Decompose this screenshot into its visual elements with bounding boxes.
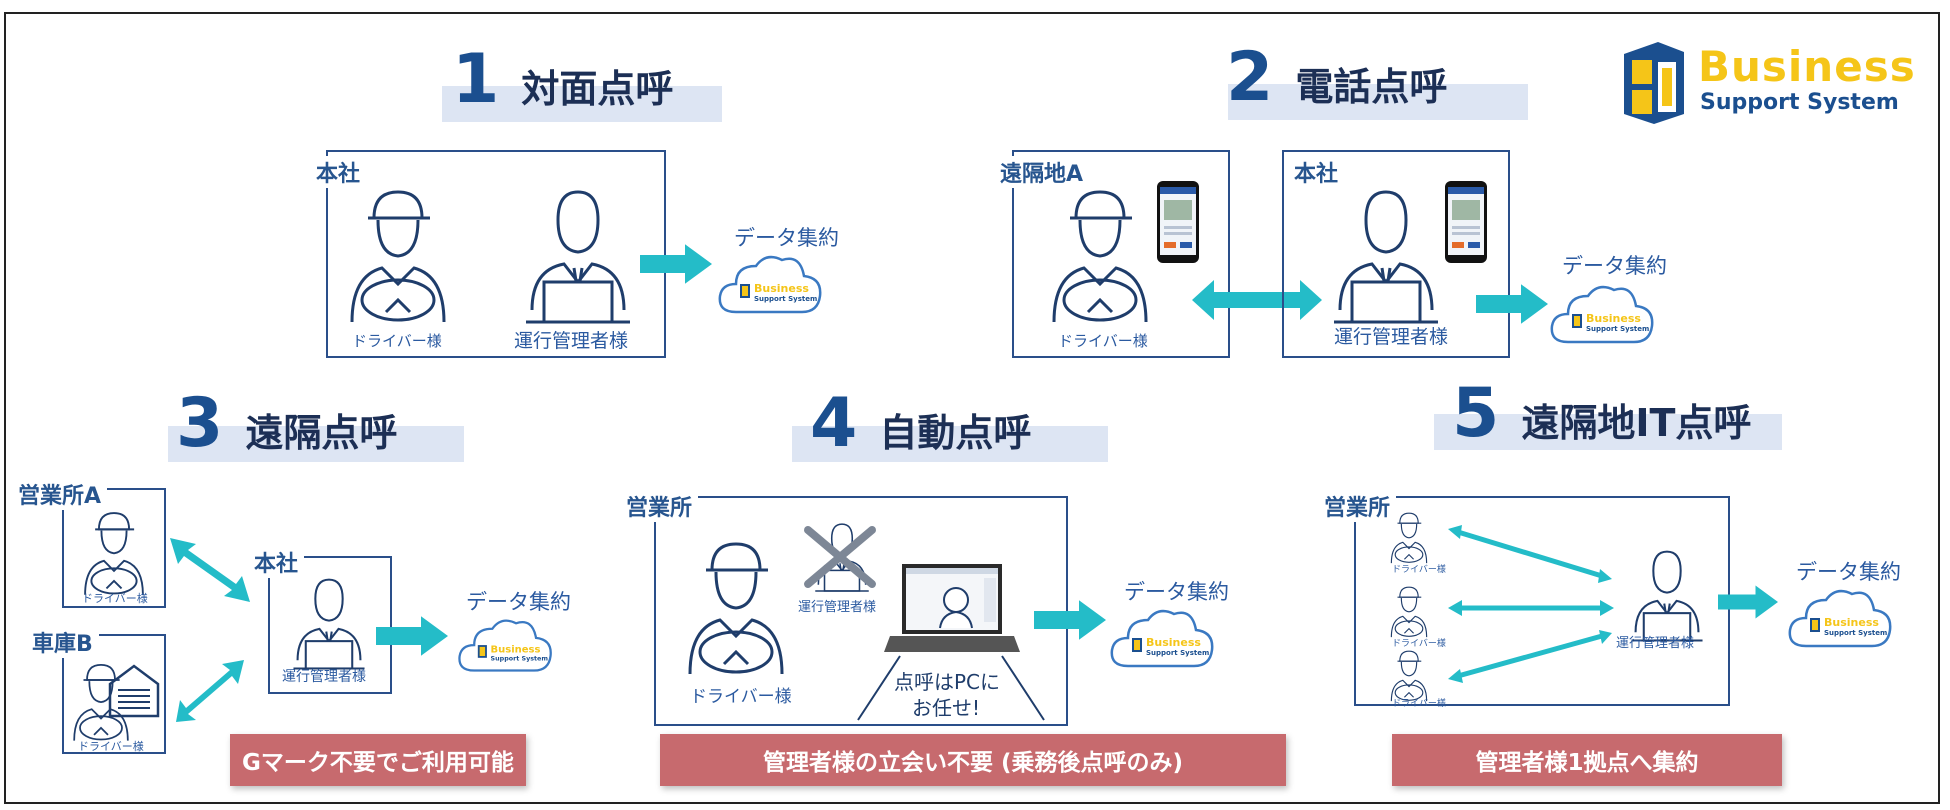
section3-band <box>168 426 464 462</box>
section2-driver-label: ドライバー様 <box>1058 332 1148 350</box>
double-arrow-icon <box>1192 280 1322 320</box>
section1-office-box <box>326 150 666 358</box>
section1-heading: 1 対面点呼 <box>452 46 673 114</box>
section5-driver3-label: ドライバー様 <box>1392 699 1446 709</box>
section2-heading: 2 電話点呼 <box>1226 44 1447 112</box>
section1-office-label: 本社 <box>310 156 367 188</box>
section3-office-label: 本社 <box>248 546 305 578</box>
cloud-icon <box>1548 280 1658 350</box>
section4-band <box>792 426 1108 462</box>
logo-line2: Support System <box>1700 90 1899 115</box>
section5-office-label: 営業所 <box>1318 490 1397 522</box>
section4-manager-label: 運行管理者様 <box>798 600 877 615</box>
section1-driver-label: ドライバー様 <box>352 332 442 350</box>
cross-mark-icon <box>804 526 876 588</box>
section1-title: 対面点呼 <box>521 67 674 111</box>
arrow-right-icon <box>1476 282 1548 326</box>
section5-note: 管理者様1拠点へ集約 <box>1392 734 1782 786</box>
section2-number: 2 <box>1226 38 1274 117</box>
logo-icon <box>1624 42 1684 124</box>
section3-garageB-box <box>62 634 166 754</box>
arrow-right-icon <box>640 242 712 286</box>
section1-band <box>442 86 722 122</box>
section5-driver2-label: ドライバー様 <box>1392 639 1446 649</box>
connection-arrows <box>1448 525 1614 683</box>
logo-line1: Business <box>1698 42 1916 91</box>
manager-icon <box>1326 184 1446 324</box>
section5-manager-label: 運行管理者様 <box>1616 636 1695 651</box>
section2-remote-label: 遠隔地A <box>994 156 1090 188</box>
cloud-icon <box>456 614 556 678</box>
section3-manager-label: 運行管理者様 <box>282 669 366 685</box>
arrow-right-icon <box>376 614 448 658</box>
driver-icon <box>1386 584 1432 638</box>
section3-driverA-label: ドライバー様 <box>82 592 148 605</box>
smartphone-icon <box>1444 180 1488 264</box>
section4-number: 4 <box>810 384 858 463</box>
section4-data-label: データ集約 <box>1124 580 1229 604</box>
driver-icon <box>1386 648 1432 702</box>
section2-data-label: データ集約 <box>1562 254 1667 278</box>
section5-number: 5 <box>1452 374 1500 453</box>
section3-garageB-label: 車庫B <box>26 626 99 658</box>
section4-office-label: 営業所 <box>620 490 699 522</box>
driver-icon <box>676 536 796 676</box>
section3-data-label: データ集約 <box>466 590 571 614</box>
manager-icon <box>518 184 638 324</box>
section1-number: 1 <box>452 40 500 119</box>
section4-pc-line1: 点呼はPCに <box>894 670 1001 694</box>
smartphone-icon <box>1156 180 1200 264</box>
section5-driver1-label: ドライバー様 <box>1392 565 1446 575</box>
arrow-right-icon <box>1718 582 1778 622</box>
garage-icon <box>108 664 160 718</box>
section2-office-box <box>1282 150 1510 358</box>
section1-data-label: データ集約 <box>734 226 839 250</box>
section3-number: 3 <box>176 384 224 463</box>
diagram-frame <box>4 12 1940 804</box>
section2-remote-box <box>1012 150 1230 358</box>
cloud-icon <box>1108 604 1218 674</box>
section2-title: 電話点呼 <box>1295 65 1448 109</box>
driver-icon <box>338 184 458 324</box>
section5-data-label: データ集約 <box>1796 560 1901 584</box>
double-arrow-icon <box>170 538 250 602</box>
driver-icon <box>76 508 152 596</box>
section5-band <box>1434 414 1782 450</box>
section4-heading: 4 自動点呼 <box>810 390 1031 458</box>
section3-siteA-box <box>62 488 166 608</box>
section1-manager-label: 運行管理者様 <box>514 330 629 352</box>
driver-icon <box>1386 510 1432 564</box>
double-arrow-icon <box>176 660 244 722</box>
manager-icon <box>1626 546 1708 642</box>
section2-manager-label: 運行管理者様 <box>1334 326 1449 348</box>
section3-note: Gマーク不要でご利用可能 <box>230 734 526 786</box>
section3-title: 遠隔点呼 <box>245 411 398 455</box>
manager-icon <box>288 574 370 670</box>
laptop-icon <box>884 564 1020 652</box>
section2-band <box>1228 84 1528 120</box>
section4-title: 自動点呼 <box>879 411 1032 455</box>
cloud-icon <box>1786 584 1896 654</box>
section3-heading: 3 遠隔点呼 <box>176 390 397 458</box>
callout-lines <box>857 655 1045 721</box>
section4-driver-label: ドライバー様 <box>690 687 792 707</box>
section3-office-box <box>268 556 392 694</box>
arrow-right-icon <box>1034 598 1106 642</box>
section2-office-label: 本社 <box>1288 156 1345 188</box>
section4-note: 管理者様の立会い不要 (乗務後点呼のみ) <box>660 734 1286 786</box>
driver-icon <box>1040 184 1160 324</box>
section3-siteA-label: 営業所A <box>12 478 108 510</box>
section3-driverB-label: ドライバー様 <box>78 740 144 753</box>
logo: Business Support System <box>1618 40 1915 126</box>
section4-pc-line2: お任せ! <box>912 696 981 720</box>
cloud-icon <box>716 250 826 320</box>
section5-heading: 5 遠隔地IT点呼 <box>1452 380 1751 448</box>
section5-title: 遠隔地IT点呼 <box>1521 401 1752 445</box>
